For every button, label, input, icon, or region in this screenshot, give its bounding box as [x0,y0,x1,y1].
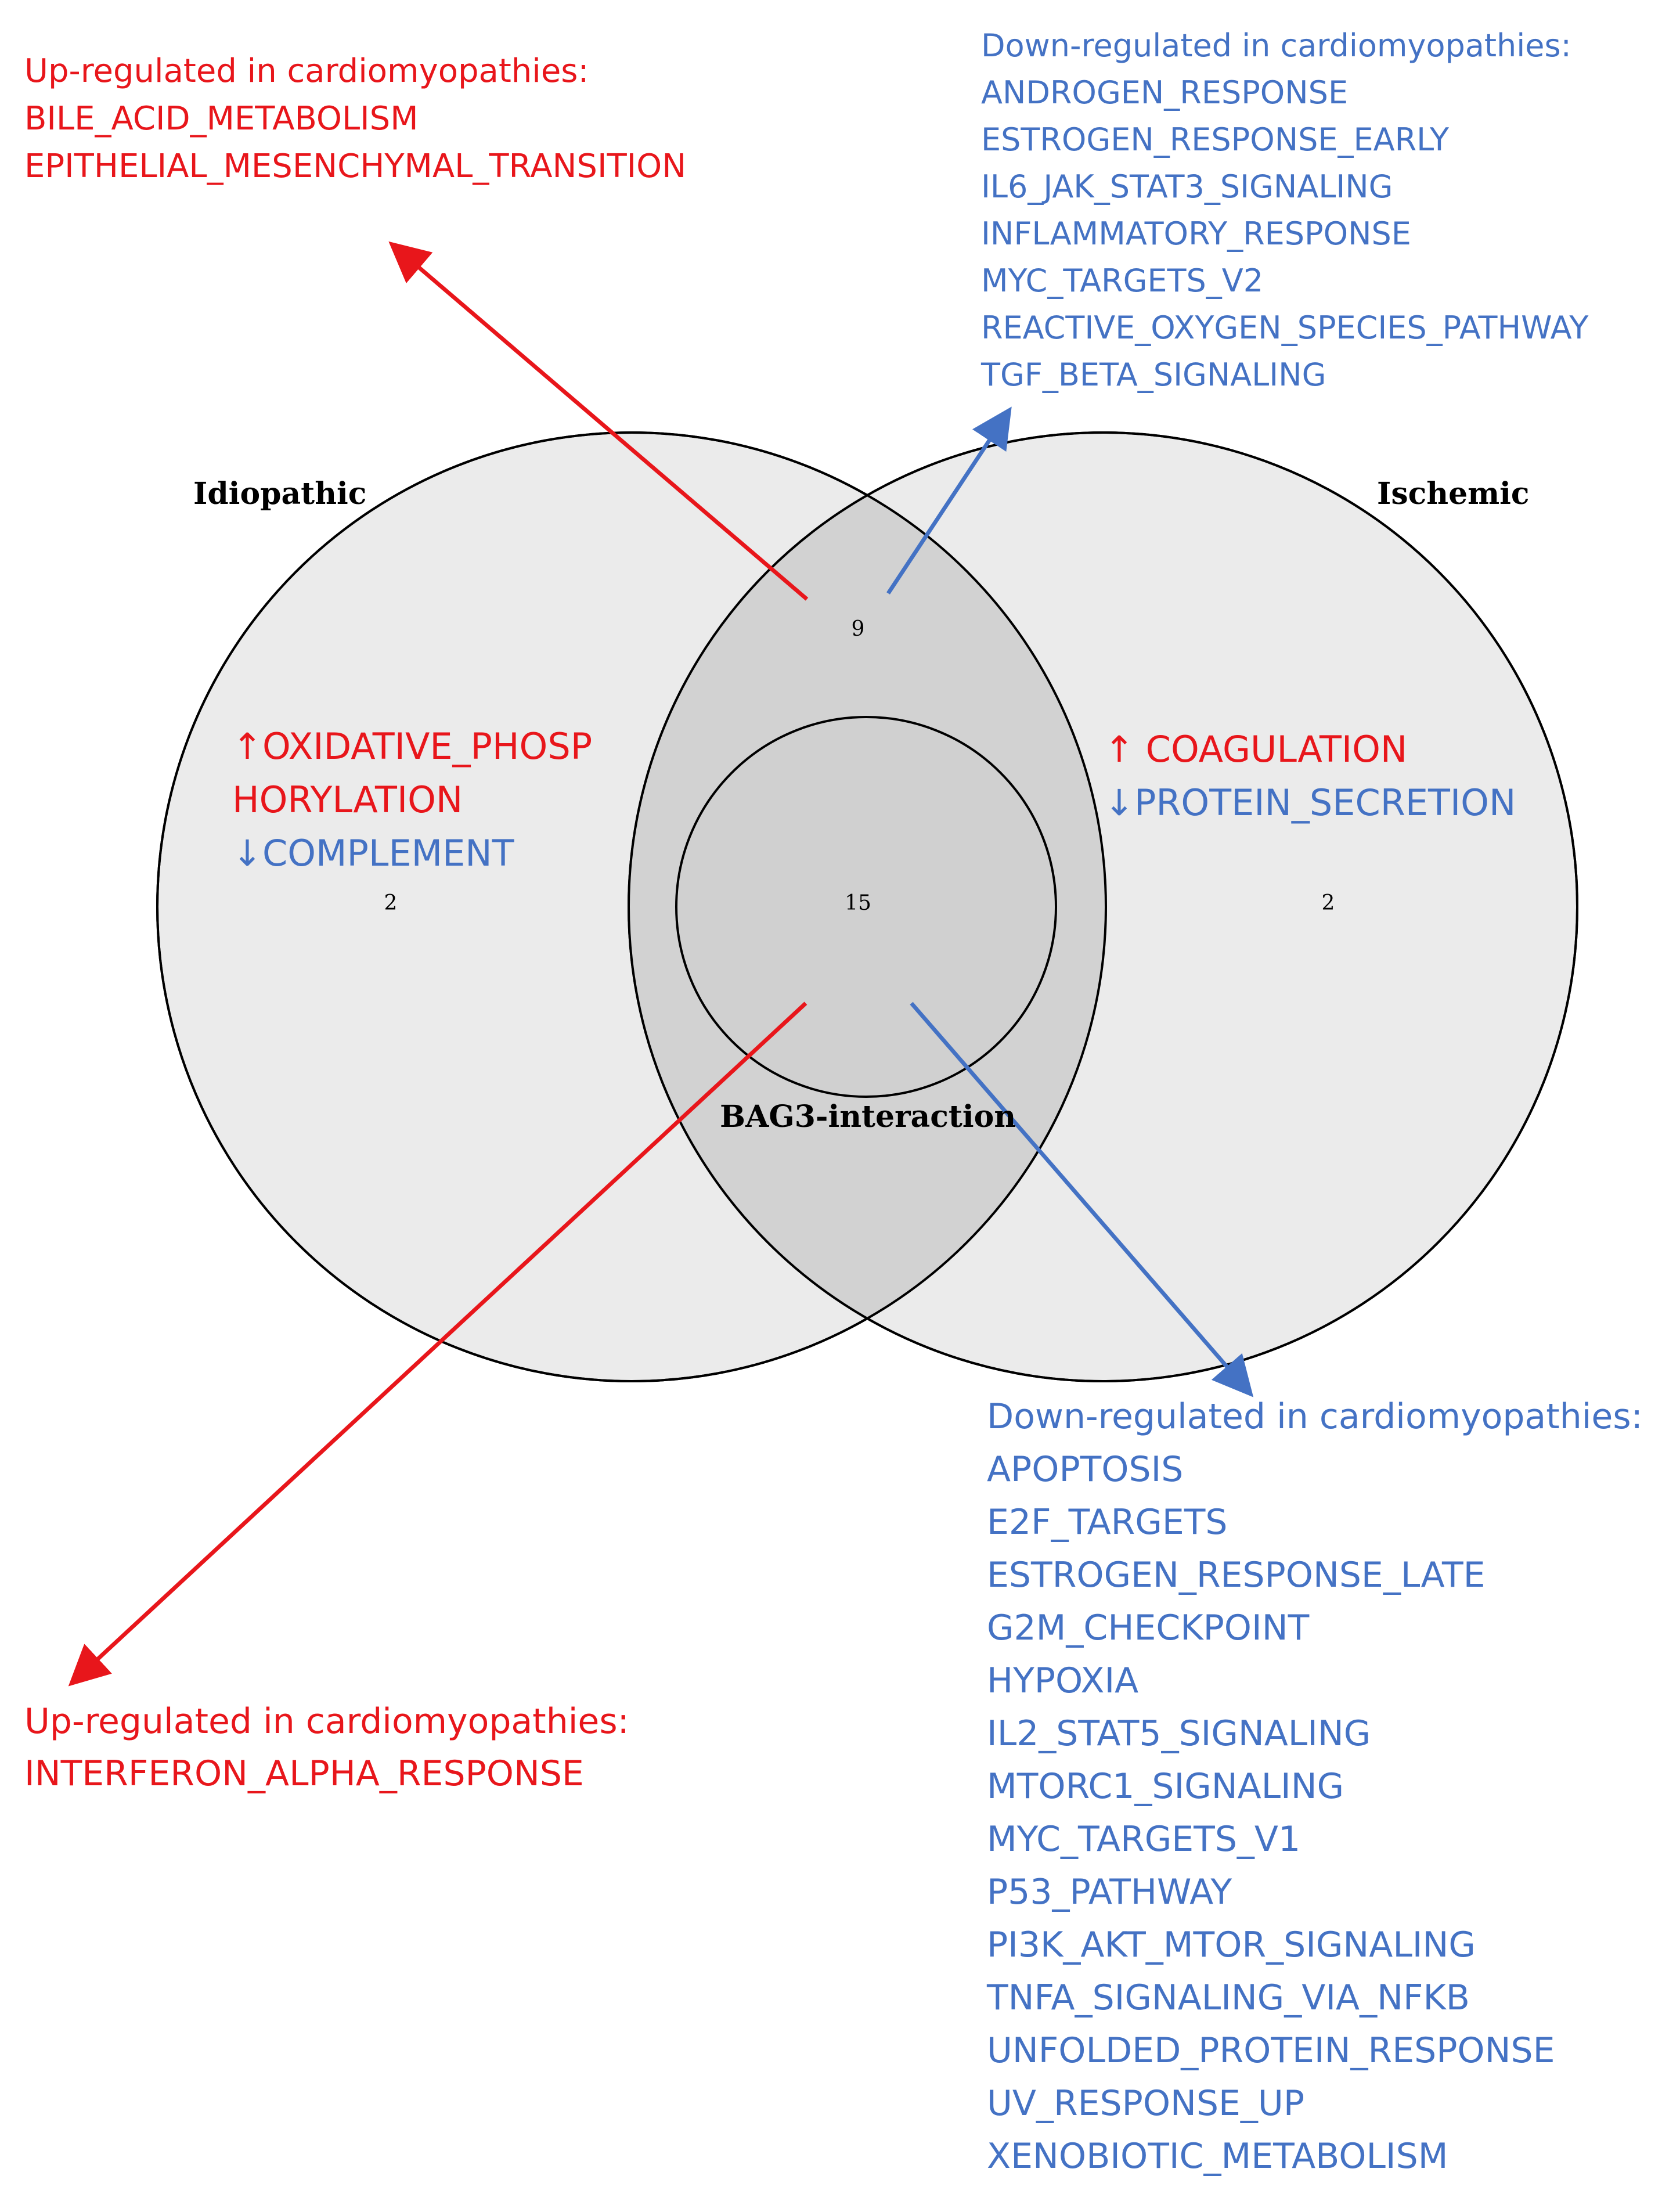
arrow-top-left [388,241,809,601]
ischemic-outline [628,431,1578,1382]
ischemic-up-term: ↑ COAGULATION [1104,728,1408,770]
idiopathic-up-term-part1: ↑OXIDATIVE_PHOSP [232,725,593,768]
list-item: PI3K_AKT_MTOR_SIGNALING [987,1925,1476,1965]
list-item: INTERFERON_ALPHA_RESPONSE [24,1753,584,1794]
top-left-upregulated-list: Up-regulated in cardiomyopathies: BILE_A… [24,48,686,190]
arrow-bottom-left [68,1001,807,1687]
list-item: APOPTOSIS [987,1449,1184,1490]
list-item: TNFA_SIGNALING_VIA_NFKB [987,1977,1470,2018]
ischemic-only-count: 2 [1321,891,1335,915]
list-header: Down-regulated in cardiomyopathies: [987,1396,1643,1437]
list-item: MTORC1_SIGNALING [987,1766,1344,1807]
list-item: E2F_TARGETS [987,1502,1228,1543]
idiopathic-down-term: ↓COMPLEMENT [232,832,514,874]
ischemic-unique-terms: ↑ COAGULATION ↓PROTEIN_SECRETION [1104,723,1516,830]
bottom-left-upregulated-list: Up-regulated in cardiomyopathies: INTERF… [24,1695,629,1800]
list-item: UNFOLDED_PROTEIN_RESPONSE [987,2030,1555,2071]
list-item: INFLAMMATORY_RESPONSE [981,215,1411,252]
list-item: ESTROGEN_RESPONSE_LATE [987,1555,1486,1595]
arrow-top-right [886,406,1012,595]
list-item: MYC_TARGETS_V1 [987,1819,1301,1860]
bottom-right-downregulated-list: Down-regulated in cardiomyopathies: APOP… [987,1390,1643,2183]
arrow-bottom-right [910,1001,1254,1397]
list-item: REACTIVE_OXYGEN_SPECIES_PATHWAY [981,309,1589,346]
list-item: G2M_CHECKPOINT [987,1608,1310,1648]
idiopathic-only-count: 2 [384,891,398,915]
list-item: EPITHELIAL_MESENCHYMAL_TRANSITION [24,147,687,185]
top-right-downregulated-list: Down-regulated in cardiomyopathies: ANDR… [981,22,1588,398]
list-item: BILE_ACID_METABOLISM [24,100,419,138]
idiopathic-up-term-part2: HORYLATION [232,779,463,821]
list-item: P53_PATHWAY [987,1872,1232,1912]
list-item: IL2_STAT5_SIGNALING [987,1713,1371,1754]
list-item: UV_RESPONSE_UP [987,2083,1305,2124]
overlap-region [629,433,1106,1381]
list-header: Down-regulated in cardiomyopathies: [981,27,1571,64]
idiopathic-outline [156,431,1107,1382]
bag3-interaction-label: BAG3-interaction [720,1099,1016,1134]
list-item: XENOBIOTIC_METABOLISM [987,2136,1448,2177]
idiopathic-unique-terms: ↑OXIDATIVE_PHOSP HORYLATION ↓COMPLEMENT [232,720,592,880]
list-item: ESTROGEN_RESPONSE_EARLY [981,121,1450,158]
bag3-circle [675,716,1057,1098]
list-header: Up-regulated in cardiomyopathies: [24,52,589,90]
list-item: MYC_TARGETS_V2 [981,262,1264,299]
ischemic-down-term: ↓PROTEIN_SECRETION [1104,781,1516,824]
list-header: Up-regulated in cardiomyopathies: [24,1701,629,1742]
list-item: ANDROGEN_RESPONSE [981,74,1349,111]
list-item: IL6_JAK_STAT3_SIGNALING [981,168,1393,205]
list-item: HYPOXIA [987,1660,1139,1701]
overlap-count: 9 [851,617,865,641]
bag3-count: 15 [845,891,871,915]
idiopathic-label: Idiopathic [193,476,367,511]
list-item: TGF_BETA_SIGNALING [981,356,1326,393]
ischemic-label: Ischemic [1377,476,1530,511]
